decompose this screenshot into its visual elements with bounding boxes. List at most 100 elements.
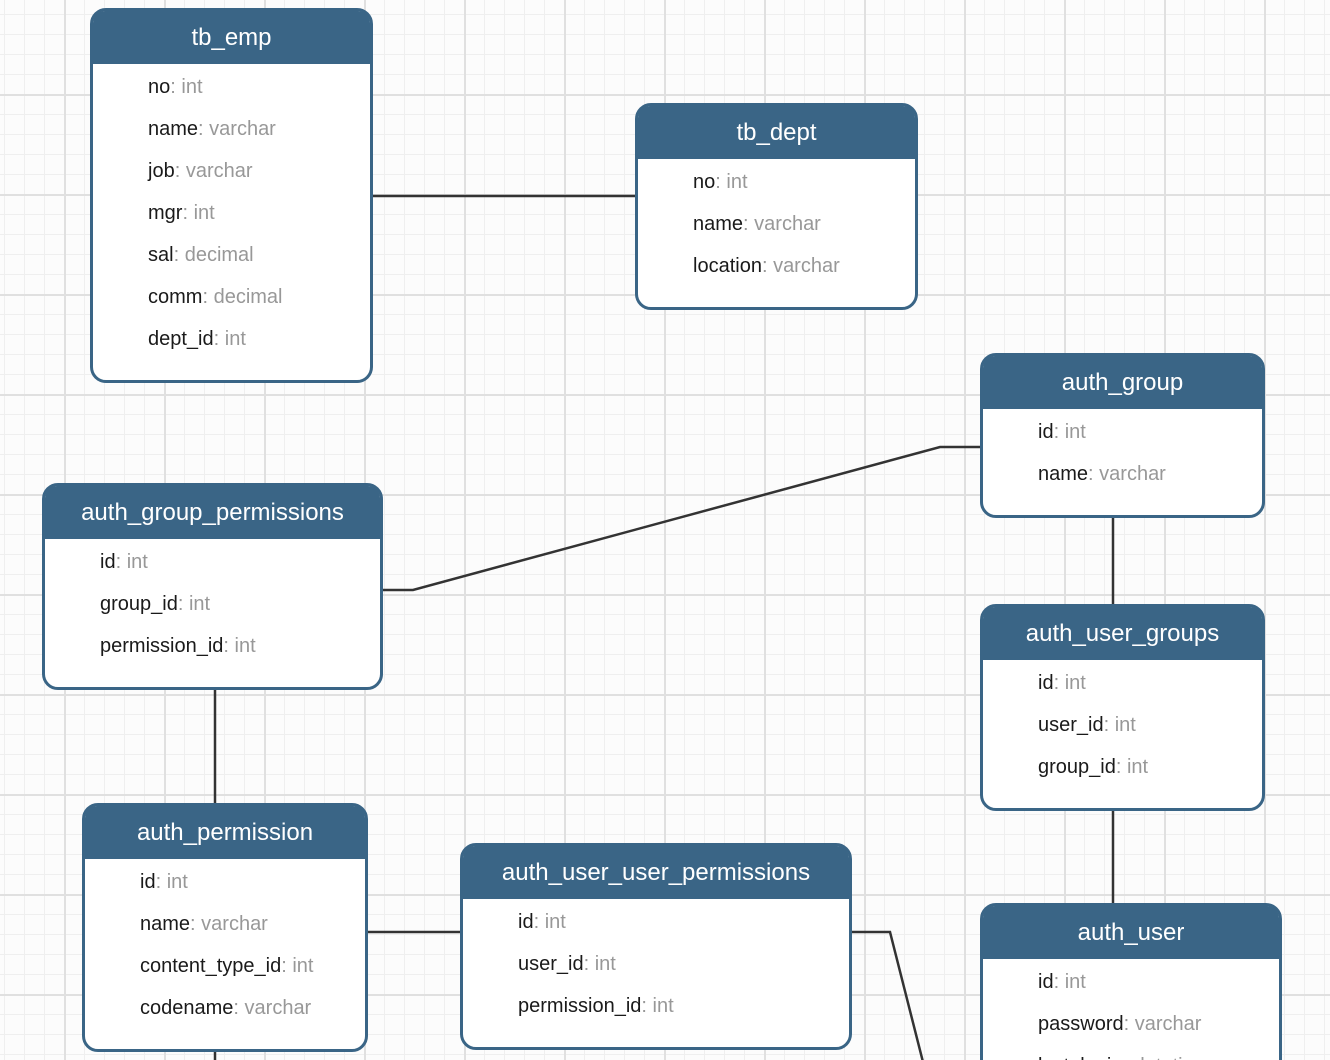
table-tb-emp[interactable]: tb_emp no: int name: varchar job: varcha…: [90, 8, 373, 383]
field-row-job[interactable]: job: varchar: [93, 150, 370, 192]
field-separator: :: [583, 953, 595, 975]
field-separator: :: [743, 213, 755, 235]
field-row-id[interactable]: id: int: [983, 411, 1262, 453]
field-separator: :: [641, 995, 653, 1017]
table-auth-user-title[interactable]: auth_user: [983, 906, 1279, 959]
field-row-comm[interactable]: comm: decimal: [93, 276, 370, 318]
table-auth-group-permissions-title[interactable]: auth_group_permissions: [45, 486, 380, 539]
field-name: id: [100, 551, 116, 573]
field-row-user-id[interactable]: user_id: int: [463, 943, 849, 985]
field-name: mgr: [148, 202, 183, 224]
field-type: datetime: [1134, 1055, 1211, 1060]
field-row-permission-id[interactable]: permission_id: int: [45, 625, 380, 667]
field-name: location: [693, 255, 762, 277]
field-type: int: [594, 953, 616, 975]
table-auth-permission[interactable]: auth_permission id: int name: varchar co…: [82, 803, 368, 1052]
field-row-permission-id[interactable]: permission_id: int: [463, 985, 849, 1027]
field-name: content_type_id: [140, 955, 282, 977]
table-auth-user-groups[interactable]: auth_user_groups id: int user_id: int gr…: [980, 604, 1265, 811]
table-auth-user-user-permissions[interactable]: auth_user_user_permissions id: int user_…: [460, 843, 852, 1050]
field-type: int: [166, 871, 188, 893]
table-tb-dept[interactable]: tb_dept no: int name: varchar location: …: [635, 103, 918, 310]
field-name: user_id: [518, 953, 584, 975]
field-row-content-type-id[interactable]: content_type_id: int: [85, 945, 365, 987]
field-type: int: [1064, 971, 1086, 993]
field-row-location[interactable]: location: varchar: [638, 245, 915, 287]
table-auth-group-permissions[interactable]: auth_group_permissions id: int group_id:…: [42, 483, 383, 690]
table-auth-user-groups-title[interactable]: auth_user_groups: [983, 607, 1262, 660]
field-row-no[interactable]: no: int: [638, 161, 915, 203]
field-name: id: [1038, 971, 1054, 993]
field-type: int: [1064, 672, 1086, 694]
table-auth-group-permissions-fields: id: int group_id: int permission_id: int: [45, 539, 380, 687]
field-name: group_id: [1038, 756, 1116, 778]
field-name: name: [693, 213, 744, 235]
field-type: varchar: [185, 160, 253, 182]
field-separator: :: [715, 171, 727, 193]
table-auth-user-user-permissions-title[interactable]: auth_user_user_permissions: [463, 846, 849, 899]
field-name: id: [518, 911, 534, 933]
field-name: group_id: [100, 593, 178, 615]
table-auth-user-user-permissions-fields: id: int user_id: int permission_id: int: [463, 899, 849, 1047]
field-separator: :: [1123, 1013, 1135, 1035]
field-type: varchar: [244, 997, 312, 1019]
field-type: int: [224, 328, 246, 350]
table-auth-user-fields: id: int password: varchar last_login: da…: [983, 959, 1279, 1060]
field-separator: :: [190, 913, 202, 935]
field-name: user_id: [1038, 714, 1104, 736]
field-row-group-id[interactable]: group_id: int: [45, 583, 380, 625]
field-row-password[interactable]: password: varchar: [983, 1003, 1279, 1045]
field-type: int: [1064, 421, 1086, 443]
field-type: int: [181, 76, 203, 98]
field-name: id: [140, 871, 156, 893]
table-tb-dept-title[interactable]: tb_dept: [638, 106, 915, 159]
field-name: no: [148, 76, 171, 98]
field-type: varchar: [1099, 463, 1166, 485]
field-row-id[interactable]: id: int: [463, 901, 849, 943]
field-row-id[interactable]: id: int: [983, 961, 1279, 1003]
field-name: permission_id: [100, 635, 224, 657]
relationship-connector-auth_user_user_permissions-bottom-edge[interactable]: [846, 930, 924, 1060]
field-type: int: [726, 171, 748, 193]
field-separator: :: [198, 118, 210, 140]
table-auth-user[interactable]: auth_user id: int password: varchar last…: [980, 903, 1282, 1060]
field-type: int: [292, 955, 314, 977]
field-row-group-id[interactable]: group_id: int: [983, 746, 1262, 788]
field-row-name[interactable]: name: varchar: [85, 903, 365, 945]
field-separator: :: [170, 76, 182, 98]
field-type: varchar: [754, 213, 821, 235]
table-auth-permission-title[interactable]: auth_permission: [85, 806, 365, 859]
field-separator: :: [233, 997, 245, 1019]
field-separator: :: [115, 551, 127, 573]
field-row-sal[interactable]: sal: decimal: [93, 234, 370, 276]
field-name: name: [1038, 463, 1089, 485]
table-tb-emp-title[interactable]: tb_emp: [93, 11, 370, 64]
field-row-codename[interactable]: codename: varchar: [85, 987, 365, 1029]
field-row-name[interactable]: name: varchar: [638, 203, 915, 245]
field-row-name[interactable]: name: varchar: [983, 453, 1262, 495]
relationship-connector-auth_group_permissions-auth_group[interactable]: [377, 445, 986, 592]
field-row-dept-id[interactable]: dept_id: int: [93, 318, 370, 360]
field-type: varchar: [773, 255, 840, 277]
field-separator: :: [177, 593, 189, 615]
field-row-id[interactable]: id: int: [85, 861, 365, 903]
field-row-id[interactable]: id: int: [983, 662, 1262, 704]
field-row-mgr[interactable]: mgr: int: [93, 192, 370, 234]
field-row-id[interactable]: id: int: [45, 541, 380, 583]
field-type: int: [544, 911, 566, 933]
field-type: int: [188, 593, 211, 615]
field-type: int: [234, 635, 256, 657]
field-row-no[interactable]: no: int: [93, 66, 370, 108]
field-separator: :: [213, 328, 225, 350]
field-row-user-id[interactable]: user_id: int: [983, 704, 1262, 746]
field-name: id: [1038, 421, 1054, 443]
table-auth-group-title[interactable]: auth_group: [983, 356, 1262, 409]
field-name: dept_id: [148, 328, 214, 350]
field-type: varchar: [201, 913, 268, 935]
table-auth-group[interactable]: auth_group id: int name: varchar: [980, 353, 1265, 518]
field-row-last-login[interactable]: last_login: datetime: [983, 1045, 1279, 1060]
field-row-name[interactable]: name: varchar: [93, 108, 370, 150]
field-separator: :: [1088, 463, 1100, 485]
